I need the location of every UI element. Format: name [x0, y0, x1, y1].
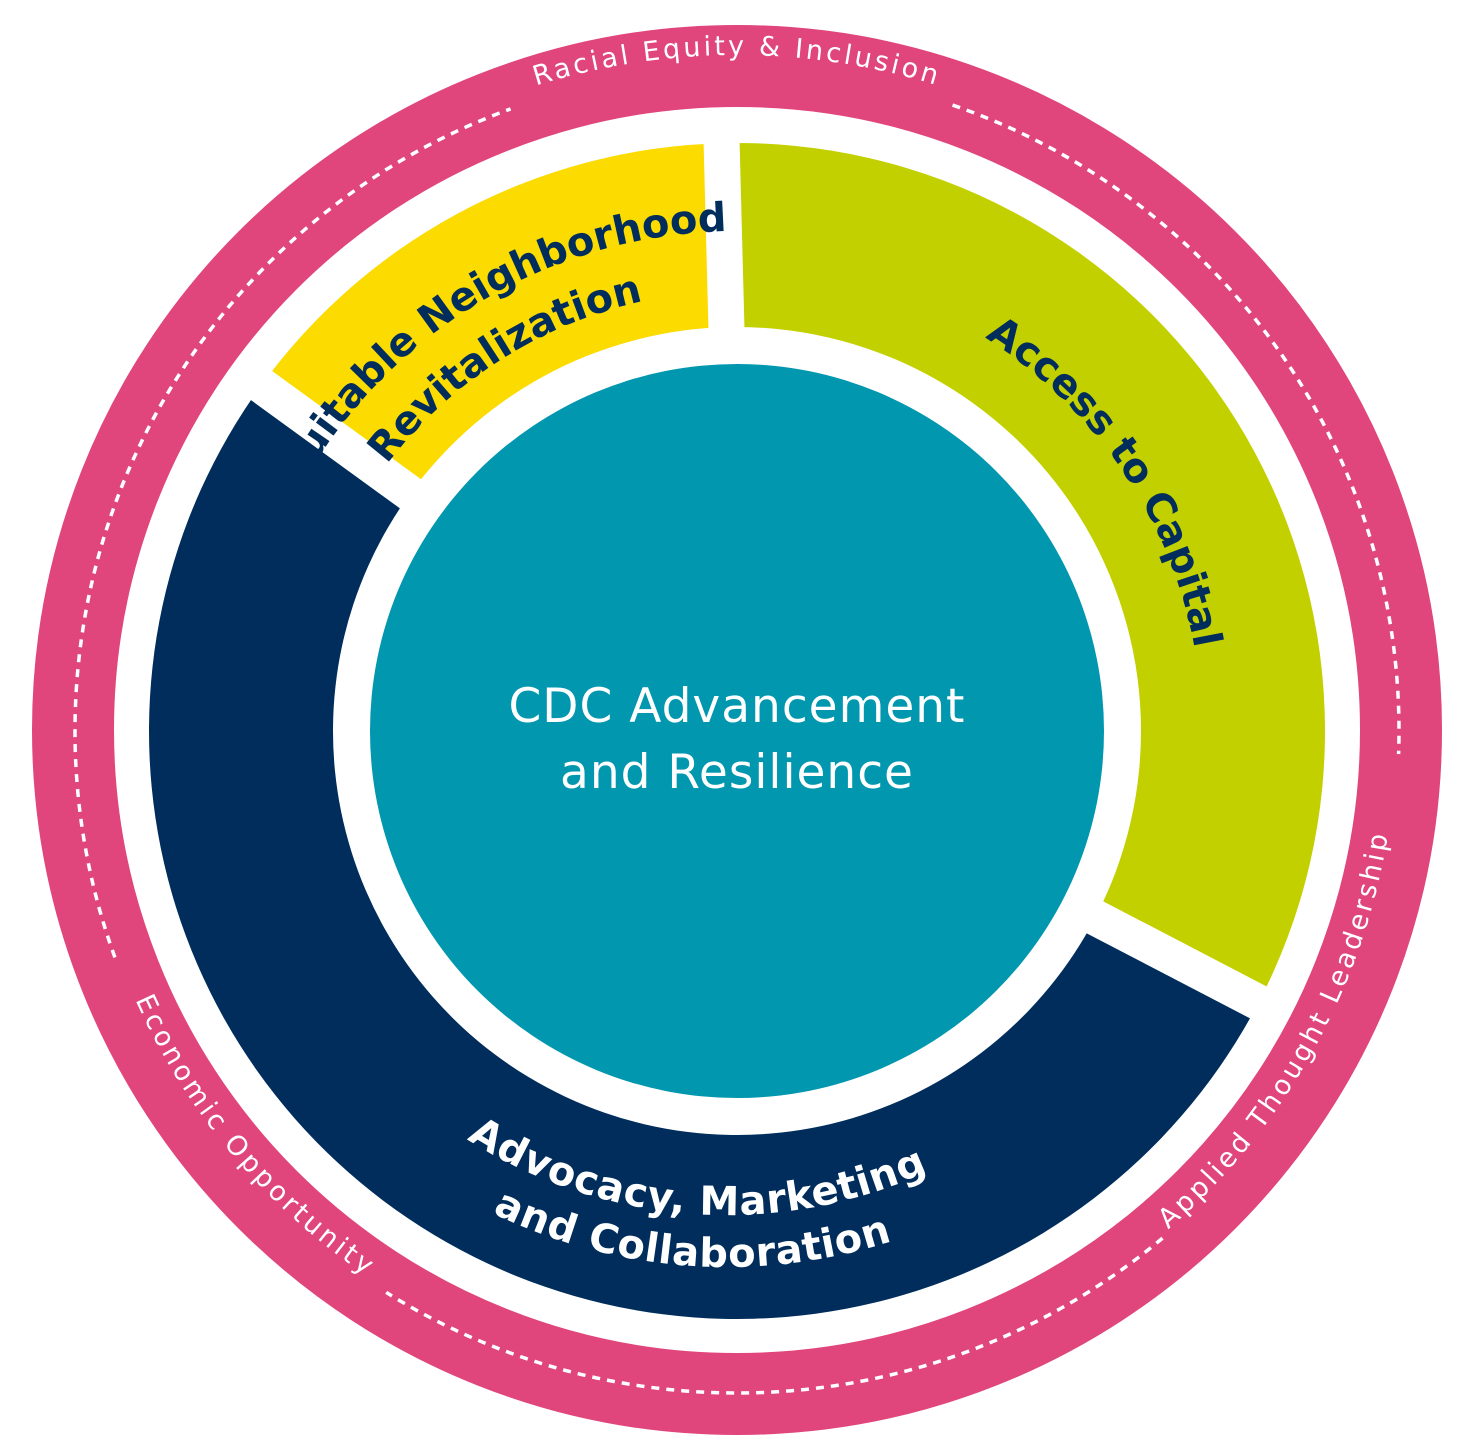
dashed-guides	[73, 103, 1401, 1395]
segment-access-to-capital[interactable]	[716, 143, 1325, 1008]
center-label-line1: CDC Advancement	[508, 679, 965, 734]
segment-gaps	[232, 120, 1287, 1029]
dashed-arc	[385, 1236, 1164, 1395]
segment-advocacy[interactable]	[148, 385, 1266, 1320]
outer-ring	[32, 25, 1442, 1435]
segment-gap	[232, 357, 457, 534]
center-label-line2: and Resilience	[560, 745, 914, 800]
segment-gap	[703, 120, 746, 372]
dashed-arc	[951, 103, 1401, 755]
segment-gap	[1048, 881, 1287, 1029]
segment-equitable-neighborhood[interactable]	[249, 143, 730, 506]
core-circle[interactable]	[370, 364, 1104, 1098]
